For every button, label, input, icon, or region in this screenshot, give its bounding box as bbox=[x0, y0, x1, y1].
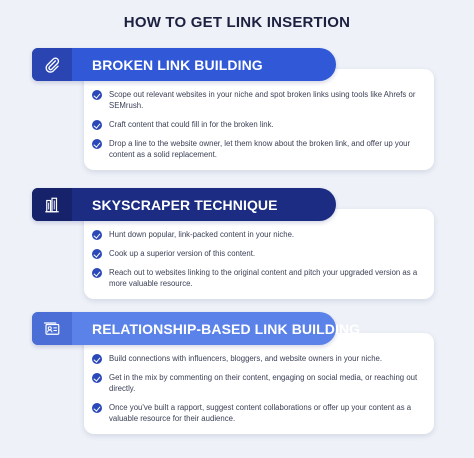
check-icon bbox=[92, 120, 102, 130]
section-banner: RELATIONSHIP-BASED LINK BUILDING bbox=[32, 312, 360, 345]
section-banner: SKYSCRAPER TECHNIQUE bbox=[32, 188, 336, 221]
list-item-text: Get in the mix by commenting on their co… bbox=[109, 373, 418, 393]
section-heading: RELATIONSHIP-BASED LINK BUILDING bbox=[92, 320, 361, 337]
list-item-text: Reach out to websites linking to the ori… bbox=[109, 268, 418, 288]
check-icon bbox=[92, 249, 102, 259]
check-icon bbox=[92, 90, 102, 100]
check-icon bbox=[92, 354, 102, 364]
page-title: HOW TO GET LINK INSERTION bbox=[123, 14, 351, 31]
section-broken-link-building: BROKEN LINK BUILDING Scope out relevant … bbox=[32, 48, 442, 170]
section-heading: BROKEN LINK BUILDING bbox=[92, 56, 263, 73]
list-item: Once you've built a rapport, suggest con… bbox=[92, 402, 420, 424]
list-item: Build connections with influencers, blog… bbox=[92, 353, 420, 364]
list-item: Craft content that could fill in for the… bbox=[92, 119, 420, 130]
list-item-text: Hunt down popular, link-packed content i… bbox=[109, 230, 295, 239]
list-item: Scope out relevant websites in your nich… bbox=[92, 89, 420, 111]
section-card: Build connections with influencers, blog… bbox=[84, 333, 434, 434]
check-icon bbox=[92, 403, 102, 413]
check-icon bbox=[92, 139, 102, 149]
list-item-text: Cook up a superior version of this conte… bbox=[109, 249, 256, 258]
list-item: Hunt down popular, link-packed content i… bbox=[92, 229, 420, 240]
section-relationship-based-link-building: RELATIONSHIP-BASED LINK BUILDING Build c… bbox=[32, 312, 442, 434]
list-item-text: Build connections with influencers, blog… bbox=[109, 354, 383, 363]
check-icon bbox=[92, 373, 102, 383]
contact-card-icon bbox=[32, 312, 72, 345]
list-item-text: Drop a line to the website owner, let th… bbox=[109, 139, 411, 159]
list-item: Reach out to websites linking to the ori… bbox=[92, 267, 420, 289]
section-heading: SKYSCRAPER TECHNIQUE bbox=[92, 196, 278, 213]
check-icon bbox=[92, 268, 102, 278]
paperclip-icon bbox=[32, 48, 72, 81]
check-icon bbox=[92, 230, 102, 240]
skyscraper-icon bbox=[32, 188, 72, 221]
section-skyscraper-technique: SKYSCRAPER TECHNIQUE Hunt down popular, … bbox=[32, 188, 442, 299]
list-item-text: Once you've built a rapport, suggest con… bbox=[109, 403, 412, 423]
list-item-text: Craft content that could fill in for the… bbox=[109, 120, 274, 129]
list-item: Get in the mix by commenting on their co… bbox=[92, 372, 420, 394]
list-item-text: Scope out relevant websites in your nich… bbox=[109, 90, 416, 110]
section-banner: BROKEN LINK BUILDING bbox=[32, 48, 336, 81]
list-item: Cook up a superior version of this conte… bbox=[92, 248, 420, 259]
list-item: Drop a line to the website owner, let th… bbox=[92, 138, 420, 160]
section-card: Scope out relevant websites in your nich… bbox=[84, 69, 434, 170]
section-card: Hunt down popular, link-packed content i… bbox=[84, 209, 434, 299]
